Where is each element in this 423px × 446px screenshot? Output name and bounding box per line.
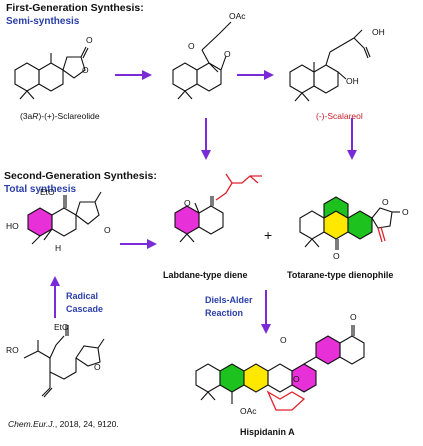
hispidanin-new-ring — [266, 390, 306, 411]
hispidanin-a-structure — [195, 325, 365, 404]
hispidanin-o-right: O — [350, 312, 357, 322]
scalareol-structure — [289, 29, 371, 102]
hispidanin-o-carbonyl: O — [280, 335, 287, 345]
keto-eto: EtO — [40, 187, 55, 197]
sclareolide-ring-o: O — [82, 65, 89, 75]
plus-sign: + — [264, 227, 273, 243]
sclareolide-structure — [14, 46, 89, 100]
dienophile-o-ring: O — [382, 197, 389, 207]
totarane-dienophile-structure — [299, 196, 400, 250]
total-synthesis-heading: Total synthesis — [4, 184, 77, 195]
citation-details: , 2018, 24, 9120. — [54, 419, 119, 429]
hispidanin-o-ring: O — [293, 374, 300, 384]
scalareol-label: (-)-Scalareol — [316, 111, 363, 121]
sclareolide-o: O — [86, 35, 93, 45]
citation-journal: Chem.Eur.J. — [8, 419, 55, 429]
sclareolide-suffix: )-(+)-Sclareolide — [38, 111, 100, 121]
scalareol-oh-ring: OH — [346, 76, 359, 86]
dienophile-exo-alkene — [377, 226, 386, 243]
sclareolide-label: (3aR)-(+)-Sclareolide — [20, 112, 100, 121]
dienophile-label: Totarane-type dienophile — [287, 270, 394, 280]
keto-o-lactone: O — [104, 225, 111, 235]
diels-alder-label-1: Diels-Alder — [205, 295, 253, 305]
acetate-o-ring: O — [224, 49, 231, 59]
acyclic-precursor-structure — [23, 325, 105, 398]
diene-sidechain — [215, 173, 262, 201]
keto-ho: HO — [6, 221, 19, 231]
semi-synthesis-heading: Semi-synthesis — [6, 16, 80, 27]
scalareol-oh-top: OH — [372, 27, 385, 37]
precursor-ro: RO — [6, 345, 19, 355]
diene-label: Labdane-type diene — [163, 270, 248, 280]
second-gen-heading: Second-Generation Synthesis: — [4, 170, 157, 182]
acetate-o-top: O — [188, 41, 195, 51]
radical-cascade-label-1: Radical — [66, 291, 99, 301]
diene-o: O — [184, 198, 191, 208]
labdane-diene-structure — [174, 196, 224, 243]
first-gen-heading: First-Generation Synthesis: — [6, 2, 144, 14]
dienophile-o-ketone: O — [333, 251, 340, 261]
dienophile-o-carbonyl: O — [402, 207, 409, 217]
sclareolide-prefix: (3a — [20, 111, 33, 121]
radical-cascade-label-2: Cascade — [66, 304, 104, 314]
precursor-eto: EtO — [54, 322, 69, 332]
hispidanin-label: Hispidanin A — [240, 427, 295, 437]
keto-h: H — [55, 243, 62, 253]
precursor-o-ring: O — [94, 362, 101, 372]
sclareolide-r: R — [32, 111, 39, 121]
acetate-oac: OAc — [229, 11, 246, 21]
citation: Chem.Eur.J., 2018, 24, 9120. — [8, 420, 119, 429]
keto-lactone-structure — [27, 191, 102, 245]
hispidanin-oac: OAc — [240, 406, 257, 416]
diels-alder-label-2: Reaction — [205, 308, 244, 318]
acetate-intermediate-structure — [172, 21, 232, 100]
